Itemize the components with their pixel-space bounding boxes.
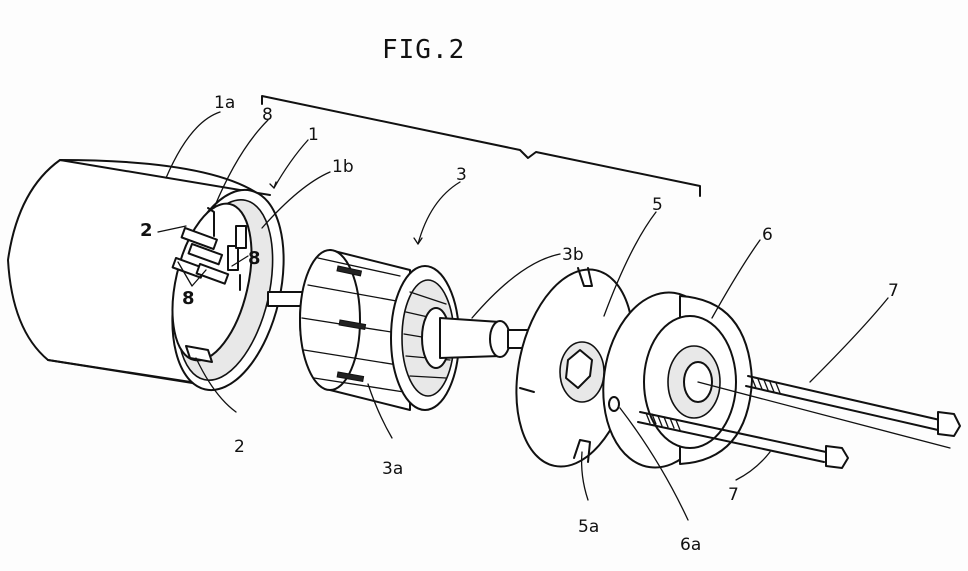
label-1: 1 (308, 125, 319, 145)
armature-slot (307, 284, 403, 303)
leader-5a (580, 451, 589, 501)
armature-slot (313, 377, 405, 393)
figure-title: FIG.2 (382, 35, 465, 65)
leader-8-top (213, 119, 269, 209)
bolt-thread (751, 377, 781, 394)
grouping-bracket (261, 95, 701, 197)
label-8-right: 8 (248, 248, 261, 269)
label-6: 6 (762, 225, 773, 245)
label-5a: 5a (578, 517, 599, 537)
bolt-shank-bottom (745, 385, 939, 431)
leader-8-lower (177, 261, 207, 287)
leader-5 (603, 211, 657, 317)
leader-1a (165, 111, 221, 179)
armature-slot (303, 349, 405, 367)
leader-7-top (809, 297, 889, 383)
leader-3-arrow (413, 237, 423, 245)
leader-1-arrow (269, 181, 277, 189)
end-plate-notch-left (519, 387, 535, 393)
housing-inner-bottom (171, 202, 253, 362)
magnet-bracket (195, 263, 230, 285)
leader-8-right (231, 255, 249, 267)
leader-1b (261, 171, 331, 229)
bolt-head (937, 411, 961, 437)
label-3: 3 (456, 165, 467, 185)
leader-1 (273, 139, 309, 189)
end-plate-bearing (565, 349, 593, 389)
leader-3b (471, 253, 561, 319)
armature (299, 249, 531, 411)
label-8-top: 8 (262, 105, 273, 125)
leader-2-bottom (195, 357, 237, 413)
housing-bottom-edge (47, 359, 206, 386)
magnet-strip (207, 207, 215, 237)
through-bolt-lower (637, 411, 849, 469)
bolt-shank-top (747, 375, 941, 421)
bolt-shank-top (639, 411, 827, 453)
label-2-left: 2 (140, 220, 153, 241)
bolt-head (825, 445, 849, 469)
magnet-bracket (227, 245, 239, 271)
housing-top-edge (59, 159, 271, 196)
label-3a: 3a (382, 459, 403, 479)
armature-core-left-face (299, 249, 361, 391)
label-7-top: 7 (888, 281, 899, 301)
leader-7-bottom (735, 451, 771, 481)
magnet-bracket (180, 226, 218, 251)
end-cap-bolt-hole (608, 396, 620, 412)
label-5: 5 (652, 195, 663, 215)
label-8-lower: 8 (182, 288, 195, 309)
through-bolt-upper (745, 375, 961, 437)
leader-6a (619, 407, 689, 521)
bolt-thread (645, 412, 681, 431)
label-3b: 3b (562, 245, 584, 265)
leader-6 (711, 239, 761, 319)
end-plate (515, 267, 635, 468)
leader-lines (157, 111, 889, 521)
label-7-bottom: 7 (728, 485, 739, 505)
armature-winding (338, 319, 367, 331)
leader-3 (417, 181, 461, 245)
label-1a: 1a (214, 93, 235, 113)
label-6a: 6a (680, 535, 701, 555)
leader-3a (367, 383, 393, 439)
magnet-bracket (235, 225, 247, 249)
label-1b: 1b (332, 157, 354, 177)
leader-2-left (157, 225, 187, 233)
center-axis-line (697, 381, 951, 449)
end-plate-notch-top (577, 267, 593, 287)
label-2-bottom: 2 (234, 437, 245, 457)
support-block (185, 345, 213, 363)
housing-yoke (7, 159, 313, 392)
magnet-bracket (187, 242, 224, 266)
armature-slot (317, 257, 401, 277)
end-plate-notch-bottom (573, 439, 591, 463)
armature-winding (336, 265, 363, 277)
armature-winding (336, 371, 365, 383)
bolt-shank-bottom (637, 421, 825, 463)
